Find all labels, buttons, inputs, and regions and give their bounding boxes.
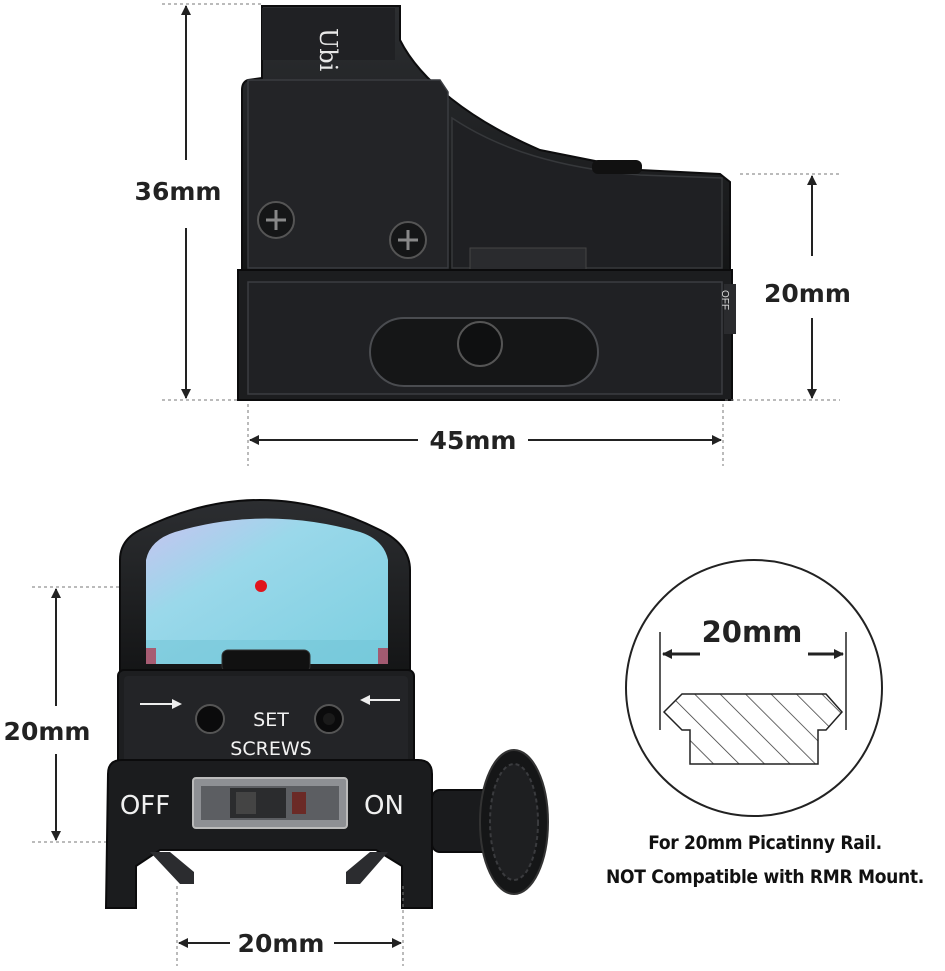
- set-screw-arrow-right: [360, 695, 400, 705]
- mount-knob-icon[interactable]: [431, 749, 549, 895]
- side-view: 36mm Ubi: [135, 3, 851, 466]
- base-width-dimension: 20mm: [176, 886, 404, 966]
- screws-label: SCREWS: [230, 738, 311, 760]
- front-view: 20mm SET SCREWS OFF ON: [4, 499, 549, 966]
- side-off-text: OFF: [719, 290, 730, 310]
- lens-window: [146, 518, 388, 664]
- length-label: 45mm: [430, 426, 517, 455]
- rail-height-dimension: 20mm: [725, 173, 851, 401]
- red-dot-reticle: [255, 580, 267, 592]
- base-width-label: 20mm: [238, 929, 325, 958]
- brand-text: Ubi: [314, 28, 342, 72]
- caption-line-1: For 20mm Picatinny Rail.: [648, 832, 882, 854]
- caption-line-2: NOT Compatible with RMR Mount.: [606, 866, 924, 888]
- rail-width-label: 20mm: [702, 615, 803, 649]
- rail-height-label: 20mm: [764, 279, 851, 308]
- screw-icon: [257, 201, 295, 239]
- height-label: 36mm: [135, 177, 222, 206]
- screw-icon: [389, 221, 427, 259]
- rail-cross-section: [662, 693, 844, 765]
- set-label: SET: [253, 709, 289, 731]
- off-label: OFF: [120, 791, 170, 821]
- compatibility-caption: For 20mm Picatinny Rail. NOT Compatible …: [600, 826, 930, 894]
- power-switch[interactable]: [192, 777, 348, 829]
- side-scope-body: Ubi OFF: [237, 5, 736, 401]
- window-height-dimension: 20mm: [4, 586, 255, 843]
- rail-profile: 20mm: [625, 559, 883, 817]
- length-dimension: 45mm: [247, 404, 724, 466]
- windage-screw-icon: [195, 704, 225, 734]
- height-dimension: 36mm: [135, 3, 262, 401]
- window-height-label: 20mm: [4, 717, 91, 746]
- on-label: ON: [364, 791, 404, 821]
- set-screw-arrow-left: [140, 699, 182, 709]
